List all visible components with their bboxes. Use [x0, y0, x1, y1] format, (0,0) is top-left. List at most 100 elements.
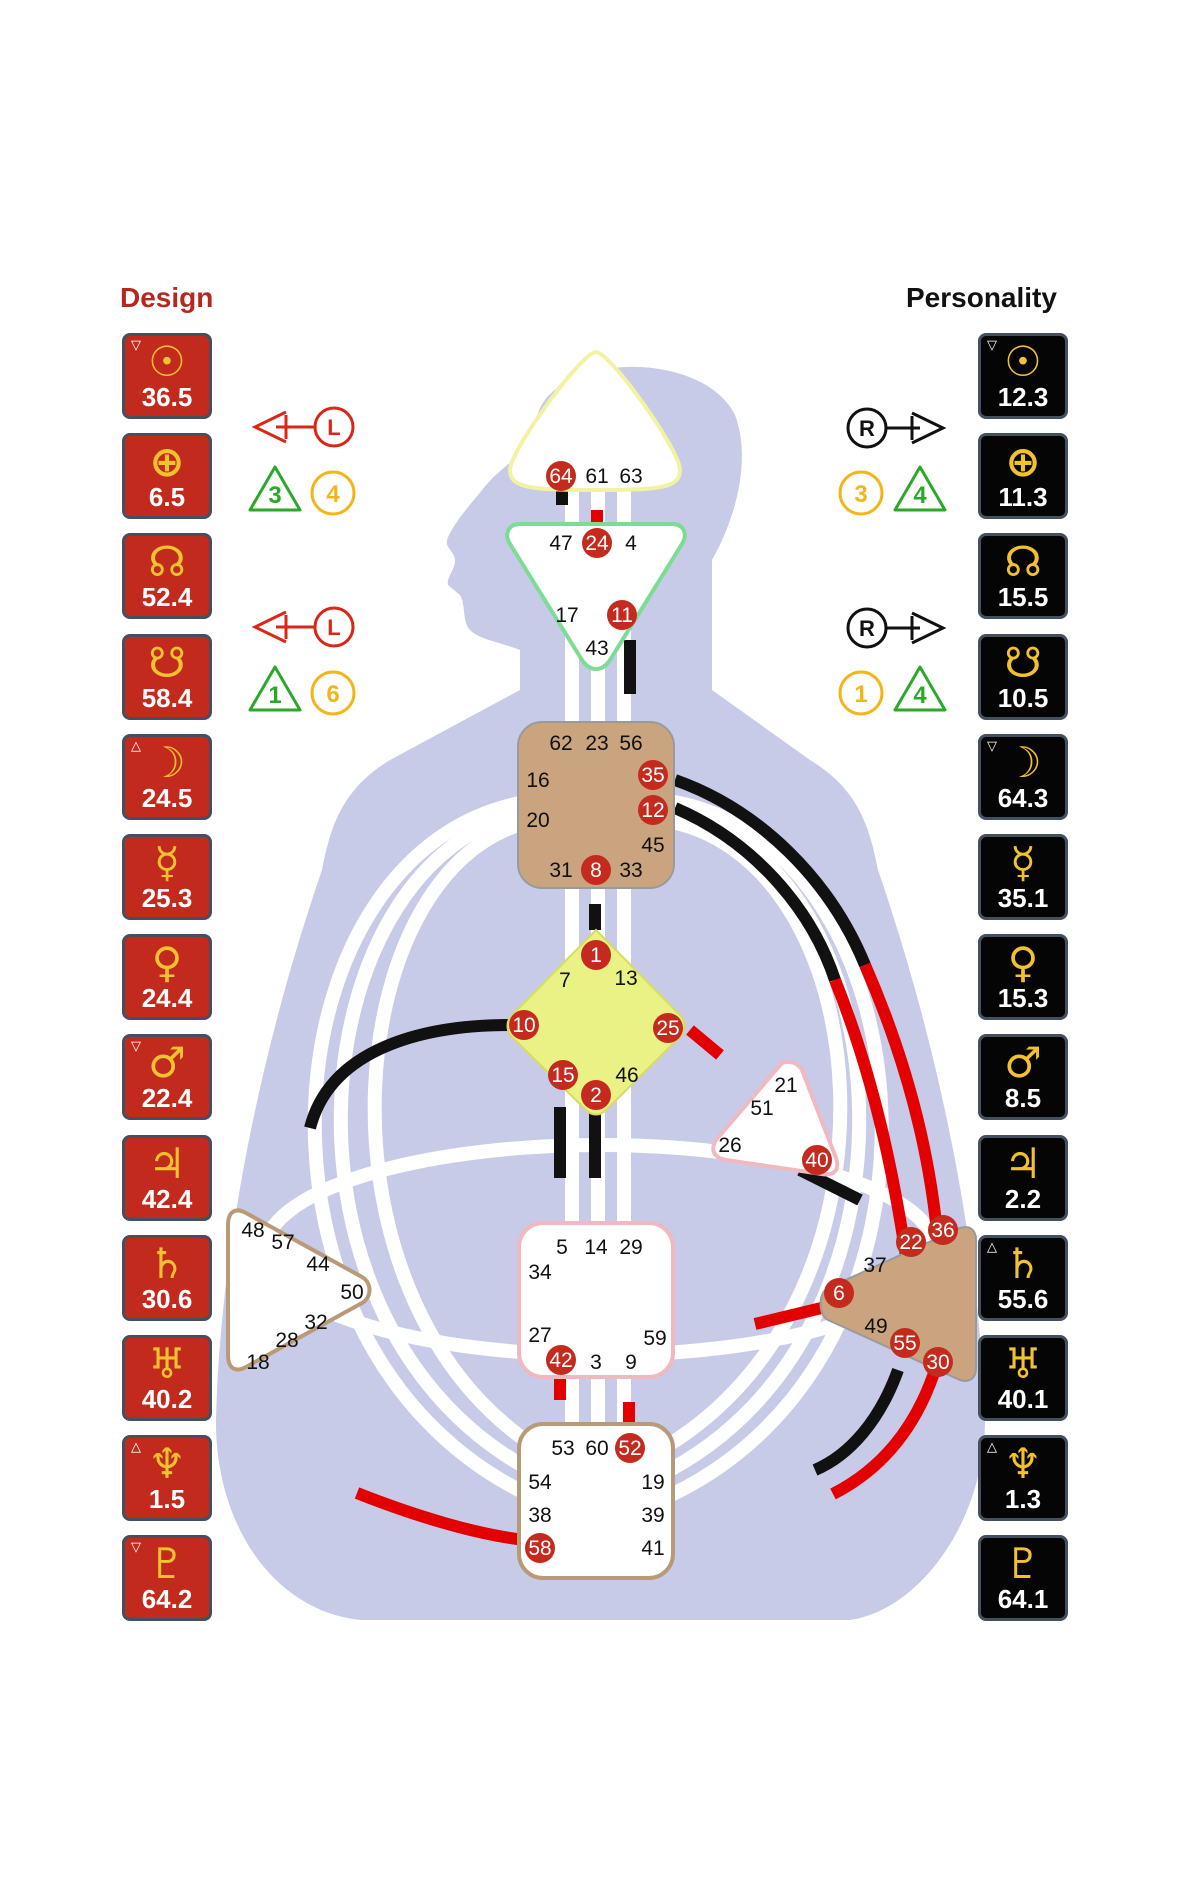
gate-59: 59	[643, 1327, 666, 1350]
active-gate-marker	[923, 1347, 953, 1377]
ajna-center	[505, 522, 687, 671]
design-color-number-1: 3	[268, 482, 281, 509]
gate-46: 46	[615, 1064, 638, 1087]
design-mars-mark: ▽	[131, 1039, 141, 1055]
gate-1: 1	[590, 944, 602, 967]
design-saturn-value: 30.6	[141, 1283, 193, 1314]
design-venus-value: 24.4	[141, 983, 193, 1014]
gate-42: 42	[549, 1349, 572, 1372]
personality-neptune-mark: △	[987, 1440, 997, 1456]
gate-35: 35	[641, 764, 664, 787]
active-gate-marker	[546, 1345, 576, 1375]
personality-mars-box: ♂8.5	[978, 1034, 1068, 1121]
personality-mercury-box: ☿35.1	[978, 833, 1068, 920]
gate-8: 8	[590, 859, 602, 882]
gate-61: 61	[585, 465, 608, 488]
gate-21: 21	[774, 1074, 797, 1097]
design-tone-number-2: 6	[326, 681, 339, 708]
gate-43: 43	[585, 637, 608, 660]
south-node-icon: ☋	[148, 637, 186, 687]
personality-arrow-letter-2: R	[859, 616, 875, 641]
personality-arrow-letter-1: R	[859, 416, 875, 441]
active-gate-marker	[928, 1215, 958, 1245]
gate-3: 3	[590, 1351, 602, 1374]
design-north-node-box: ☊52.4	[122, 533, 212, 620]
jupiter-icon: ♃	[1004, 1138, 1042, 1188]
solar-plexus-center	[819, 1226, 977, 1382]
personality-variable-arrow-2	[846, 607, 947, 649]
design-sun-box: ▽☉36.5	[122, 333, 212, 419]
personality-pluto-value: 64.1	[997, 1584, 1049, 1615]
gate-29: 29	[619, 1236, 642, 1259]
gate-22: 22	[899, 1231, 922, 1254]
sacral-center	[517, 1221, 675, 1379]
uranus-icon: ♅	[148, 1338, 186, 1388]
design-neptune-mark: △	[131, 1440, 141, 1456]
gate-53: 53	[551, 1437, 574, 1460]
design-neptune-box: △♆1.5	[122, 1435, 212, 1522]
active-gate-marker	[548, 1060, 578, 1090]
mars-icon: ♂	[148, 1038, 186, 1088]
gate-49: 49	[864, 1315, 887, 1338]
throat-center	[517, 721, 675, 889]
gate-41: 41	[641, 1537, 664, 1560]
personality-uranus-value: 40.1	[997, 1383, 1049, 1414]
gate-18: 18	[246, 1351, 269, 1374]
design-tone-number-1: 4	[326, 481, 340, 508]
moon-icon: ☽	[148, 737, 186, 787]
active-gate-marker	[638, 795, 668, 825]
gate-32: 32	[304, 1311, 327, 1334]
active-gate-marker	[581, 855, 611, 885]
personality-moon-value: 64.3	[997, 782, 1049, 813]
earth-icon: ⊕	[1005, 437, 1041, 487]
personality-uranus-box: ♅40.1	[978, 1334, 1068, 1421]
active-gate-marker	[802, 1145, 832, 1175]
variables	[248, 406, 947, 716]
gate-23: 23	[585, 732, 608, 755]
personality-jupiter-box: ♃2.2	[978, 1134, 1068, 1221]
personality-tone-number-1: 3	[854, 481, 867, 508]
personality-saturn-value: 55.6	[997, 1283, 1049, 1314]
personality-color-number-2: 4	[913, 682, 927, 709]
personality-venus-value: 15.3	[997, 983, 1049, 1014]
personality-tone-circle-1	[838, 470, 884, 516]
centers	[226, 349, 977, 1580]
gate-12: 12	[641, 799, 664, 822]
design-arrow-letter-2: L	[327, 615, 340, 640]
gate-11: 11	[611, 604, 633, 627]
active-gate-marker	[615, 1433, 645, 1463]
personality-north-node-value: 15.5	[997, 582, 1049, 613]
personality-mars-value: 8.5	[1004, 1083, 1042, 1114]
gate-55: 55	[893, 1332, 916, 1355]
design-header: Design	[120, 282, 214, 313]
gate-31: 31	[549, 859, 572, 882]
gate-4: 4	[625, 532, 637, 555]
gate-37: 37	[863, 1254, 886, 1277]
gate-15: 15	[551, 1064, 574, 1087]
gate-58: 58	[528, 1537, 551, 1560]
personality-south-node-box: ☋10.5	[978, 633, 1068, 720]
gate-51: 51	[750, 1097, 773, 1120]
design-uranus-value: 40.2	[141, 1383, 193, 1414]
personality-venus-box: ♀15.3	[978, 934, 1068, 1021]
design-variable-arrow-2	[251, 606, 355, 648]
sun-icon: ☉	[148, 337, 186, 386]
jupiter-icon: ♃	[148, 1138, 186, 1188]
gate-47: 47	[549, 532, 572, 555]
head-center	[507, 349, 683, 493]
gate-5: 5	[556, 1236, 568, 1259]
gate-17: 17	[555, 604, 578, 627]
gate-57: 57	[271, 1231, 294, 1254]
active-gate-marker	[582, 528, 612, 558]
personality-saturn-box: △♄55.6	[978, 1234, 1068, 1321]
active-gate-marker	[581, 940, 611, 970]
gate-34: 34	[528, 1261, 552, 1284]
gate-7: 7	[559, 969, 571, 992]
gate-36: 36	[931, 1219, 954, 1242]
gate-48: 48	[241, 1219, 264, 1242]
gate-27: 27	[528, 1324, 551, 1347]
design-north-node-value: 52.4	[141, 582, 193, 613]
gate-63: 63	[619, 465, 642, 488]
